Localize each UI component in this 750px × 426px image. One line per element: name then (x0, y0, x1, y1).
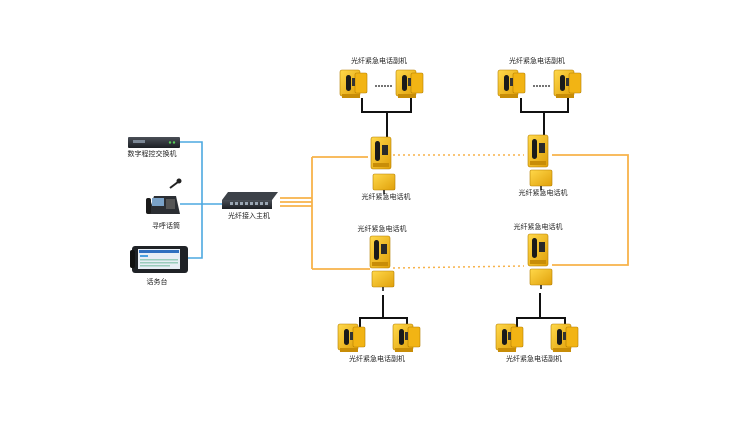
extension-phone (553, 69, 582, 99)
wire-trees (359, 98, 569, 332)
ext-top-right-label: 光纤紧急电话副机 (509, 57, 565, 65)
ellipsis-dots (533, 85, 550, 87)
extension-phone (395, 69, 424, 99)
fiber-trunk (280, 154, 629, 270)
extension-phone (337, 323, 366, 353)
ext-group-bottom-left (337, 323, 421, 353)
tel-bottom-left-label: 光纤紧急电话机 (357, 225, 407, 233)
paging-phone-device (146, 178, 182, 214)
pbx-label: 数字程控交换机 (127, 150, 177, 158)
extension-phone (495, 323, 524, 353)
tel-top-left-label: 光纤紧急电话机 (361, 193, 411, 201)
ext-bottom-left-label: 光纤紧急电话副机 (349, 355, 405, 363)
ext-group-bottom-right (495, 323, 579, 353)
emergency-phone-top-right (527, 134, 553, 191)
pbx-device (128, 137, 180, 148)
tel-bottom-right-label: 光纤紧急电话机 (513, 223, 563, 231)
ellipsis-dots (375, 85, 392, 87)
console-label: 话务台 (146, 278, 168, 286)
extension-phone (497, 69, 526, 99)
fiber-dotted (392, 154, 525, 269)
console-device (130, 246, 188, 273)
tel-top-right-label: 光纤紧急电话机 (518, 189, 568, 197)
host-label: 光纤接入主机 (228, 212, 270, 220)
extension-phone (392, 323, 421, 353)
paging-phone-label: 寻呼话筒 (152, 222, 180, 230)
extension-phone (550, 323, 579, 353)
host-device (222, 192, 278, 209)
network-lines (180, 141, 222, 259)
ext-group-top-right (497, 69, 582, 99)
emergency-phone-bottom-left (369, 235, 395, 292)
extension-phone (339, 69, 368, 99)
ext-top-left-label: 光纤紧急电话副机 (351, 57, 407, 65)
ext-group-top-left (339, 69, 424, 99)
emergency-phone-top-left (370, 136, 396, 195)
ext-bottom-right-label: 光纤紧急电话副机 (506, 355, 562, 363)
emergency-phone-bottom-right (527, 233, 553, 290)
